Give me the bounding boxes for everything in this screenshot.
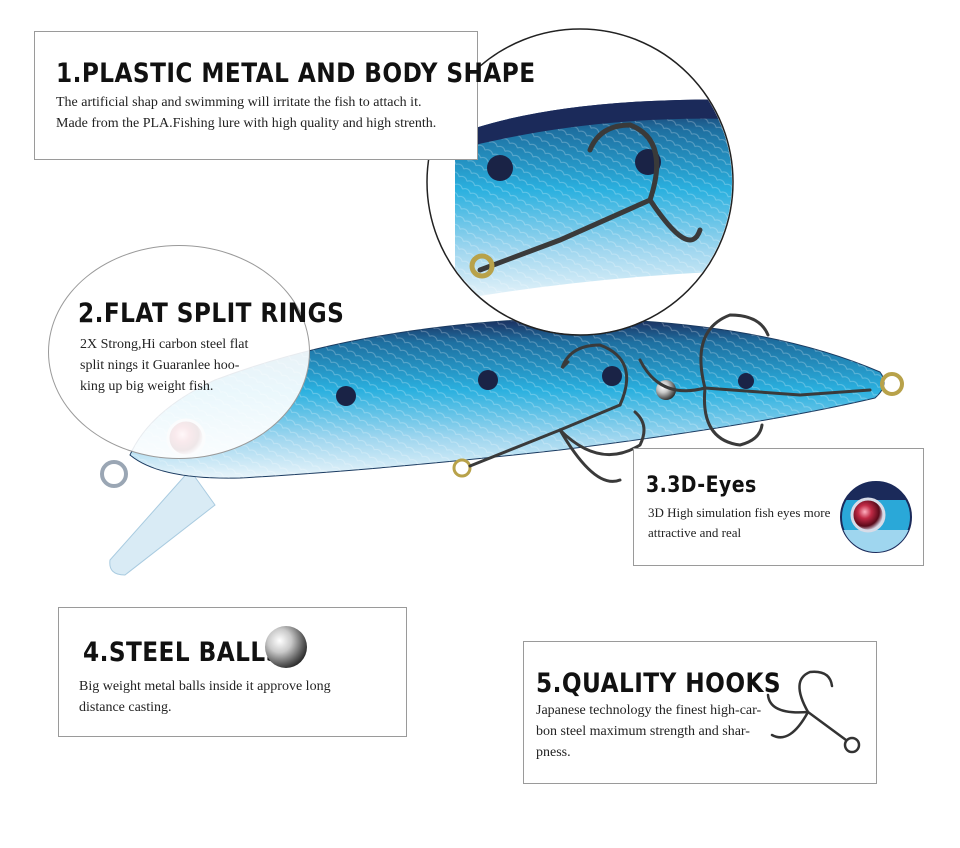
split-ring-rear — [880, 372, 904, 396]
feature-title: 4.STEEL BALLS — [83, 637, 283, 668]
description-line: pness. — [536, 745, 571, 760]
zoom-detail — [428, 30, 732, 334]
split-ring-front — [100, 460, 128, 488]
feature-body-shape: 1.PLASTIC METAL AND BODY SHAPE The artif… — [34, 31, 535, 160]
description-line: The artificial shap and swimming will ir… — [56, 95, 422, 110]
feature-description: Japanese technology the finest high-car-… — [536, 700, 771, 763]
lure-spot — [478, 370, 498, 390]
feature-description: 3D High simulation fish eyes more attrac… — [648, 503, 843, 543]
description-line: attractive and real — [648, 525, 742, 540]
description-line: distance casting. — [79, 700, 172, 715]
lure-lip — [109, 469, 216, 576]
feature-split-rings — [48, 245, 310, 459]
feature-description: The artificial shap and swimming will ir… — [56, 92, 466, 134]
feature-3d-eyes: 3.3D-Eyes 3D High simulation fish eyes m… — [633, 448, 924, 566]
lure-spot — [738, 373, 754, 389]
treble-hook-belly — [452, 343, 646, 483]
feature-description: Big weight metal balls inside it approve… — [79, 676, 379, 718]
description-line: Japanese technology the finest high-car- — [536, 703, 762, 718]
description-line: Made from the PLA.Fishing lure with high… — [56, 116, 437, 131]
description-line: 2X Strong,Hi carbon steel flat — [80, 337, 249, 352]
treble-hook-tail — [638, 313, 872, 447]
feature-description: 2X Strong,Hi carbon steel flat split nin… — [80, 334, 275, 397]
feature-title: 1.PLASTIC METAL AND BODY SHAPE — [56, 58, 536, 89]
feature-steel-balls: 4.STEEL BALLS Big weight metal balls ins… — [58, 607, 407, 737]
feature-title: 5.QUALITY HOOKS — [536, 668, 782, 699]
lure-spot — [336, 386, 356, 406]
lure-spot — [602, 366, 622, 386]
feature-title: 2.FLAT SPLIT RINGS — [78, 298, 345, 329]
description-line: king up big weight fish. — [80, 379, 214, 394]
description-line: 3D High simulation fish eyes more — [648, 505, 831, 520]
description-line: Big weight metal balls inside it approve… — [79, 679, 331, 694]
description-line: split nings it Guaranlee hoo- — [80, 358, 240, 373]
feature-title: 3.3D-Eyes — [646, 473, 757, 498]
description-line: bon steel maximum strength and shar- — [536, 724, 750, 739]
feature-quality-hooks: 5.QUALITY HOOKS Japanese technology the … — [523, 641, 877, 784]
